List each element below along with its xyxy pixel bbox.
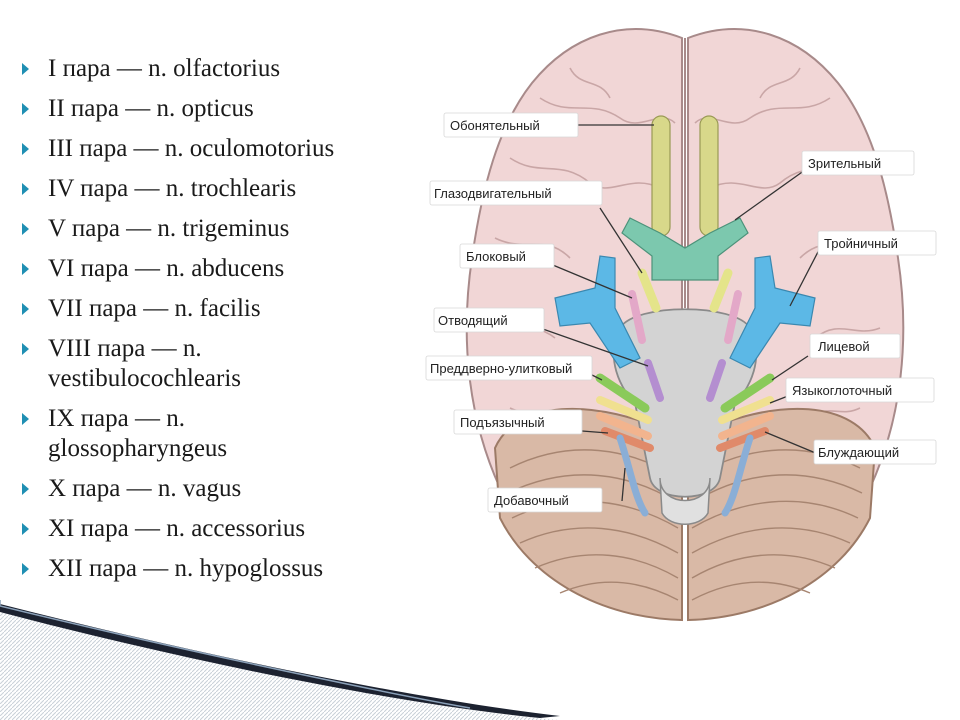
nerve-item-1: I пара — n. olfactorius	[20, 54, 420, 84]
label-oculomotor: Глазодвигательный	[434, 186, 552, 201]
label-hypoglossal: Подъязычный	[460, 415, 545, 430]
label-abducens: Отводящий	[438, 313, 508, 328]
leader-lines	[539, 124, 821, 502]
nerve-item-4: IV пара — n. trochlearis	[20, 174, 420, 204]
nerve-item-text: VIII пара — n. vestibulocochlearis	[48, 335, 241, 392]
bullet-arrow-icon	[22, 523, 29, 535]
bullet-arrow-icon	[22, 563, 29, 575]
nerve-item-text: IX пара — n. glossopharyngeus	[48, 405, 228, 462]
nerve-item-12: XII пара — n. hypoglossus	[20, 554, 420, 584]
nerve-item-11: XI пара — n. accessorius	[20, 514, 420, 544]
label-optic: Зрительный	[808, 156, 881, 171]
bullet-arrow-icon	[22, 343, 29, 355]
label-vestibulocochlear: Преддверно-улитковый	[430, 361, 572, 376]
nerve-item-text: X пара — n. vagus	[48, 475, 242, 502]
brain-base-diagram: Обонятельный Глазодвигательный Блоковый …	[425, 28, 937, 622]
optic-nerve	[621, 217, 749, 281]
nerve-item-text: IV пара — n. trochlearis	[48, 175, 297, 202]
bullet-arrow-icon	[22, 413, 29, 425]
nerve-item-2: II пара — n. opticus	[20, 94, 420, 124]
nerve-item-text: XI пара — n. accessorius	[48, 515, 306, 542]
nerve-item-10: X пара — n. vagus	[20, 474, 420, 504]
nerve-item-7: VII пара — n. facilis	[20, 294, 420, 324]
nerve-item-6: VI пара — n. abducens	[20, 254, 420, 284]
nerve-item-text: II пара — n. opticus	[48, 95, 254, 122]
glossopharyngeal-vagus-nerves	[596, 396, 774, 452]
nerve-item-text: I пара — n. olfactorius	[48, 55, 281, 82]
label-trigeminal: Тройничный	[824, 236, 898, 251]
slide-decoration	[0, 600, 560, 720]
bullet-arrow-icon	[22, 303, 29, 315]
bullet-arrow-icon	[22, 263, 29, 275]
olfactory-nerve	[651, 115, 719, 237]
nerve-item-text: V пара — n. trigeminus	[48, 215, 290, 242]
bullet-arrow-icon	[22, 103, 29, 115]
oculomotor-nerve	[637, 268, 733, 313]
bullet-arrow-icon	[22, 223, 29, 235]
abducens-nerve	[644, 359, 726, 402]
accessory-nerve	[616, 434, 754, 517]
bullet-arrow-icon	[22, 483, 29, 495]
nerve-item-text: XII пара — n. hypoglossus	[48, 555, 324, 582]
bullet-arrow-icon	[22, 63, 29, 75]
nerve-item-text: VI пара — n. abducens	[48, 255, 285, 282]
facial-vestibulocochlear-nerves	[595, 373, 775, 413]
label-trochlear: Блоковый	[466, 249, 526, 264]
nerve-item-text: III пара — n. oculomotorius	[48, 135, 335, 162]
bullet-arrow-icon	[22, 143, 29, 155]
label-accessory: Добавочный	[494, 493, 569, 508]
cranial-nerve-list: I пара — n. olfactorius II пара — n. opt…	[20, 54, 420, 594]
nerve-item-5: V пара — n. trigeminus	[20, 214, 420, 244]
label-facial: Лицевой	[818, 339, 870, 354]
trigeminal-nerve	[554, 255, 816, 369]
nerve-item-9: IX пара — n. glossopharyngeus	[20, 404, 338, 464]
trochlear-nerve	[628, 290, 742, 344]
label-vagus: Блуждающий	[818, 445, 899, 460]
bullet-arrow-icon	[22, 183, 29, 195]
nerve-item-8: VIII пара — n. vestibulocochlearis	[20, 334, 338, 394]
label-olfactory: Обонятельный	[450, 118, 540, 133]
nerve-item-3: III пара — n. oculomotorius	[20, 134, 420, 164]
nerve-item-text: VII пара — n. facilis	[48, 295, 261, 322]
diagram-labels: Обонятельный Глазодвигательный Блоковый …	[425, 112, 937, 513]
label-glossopharyngeal: Языкоглоточный	[792, 383, 892, 398]
